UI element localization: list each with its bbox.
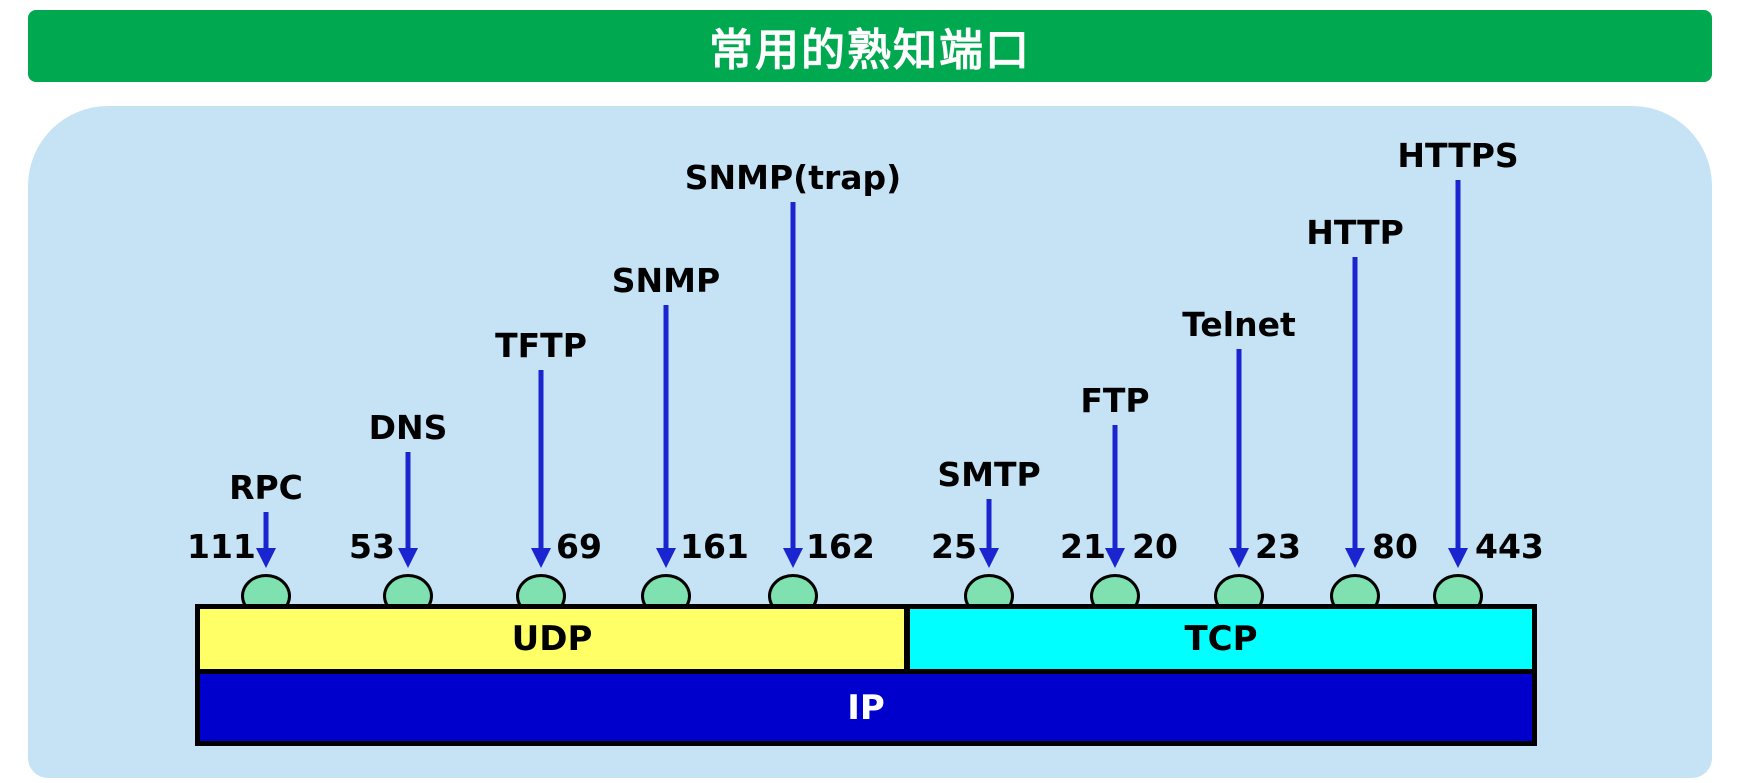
protocol-label-snmp-trap: SNMP(trap) xyxy=(684,158,902,197)
arrow-shaft-http xyxy=(1352,257,1358,548)
protocol-label-snmp: SNMP xyxy=(611,261,721,300)
port-number-telnet: 23 xyxy=(1255,527,1301,566)
arrow-head-telnet xyxy=(1229,548,1249,568)
protocol-label-tftp: TFTP xyxy=(495,326,587,365)
arrow-shaft-ftp xyxy=(1112,425,1118,548)
arrow-shaft-snmp-trap xyxy=(790,202,796,548)
protocol-label-dns: DNS xyxy=(368,408,448,447)
arrow-head-snmp xyxy=(656,548,676,568)
arrow-head-smtp xyxy=(979,548,999,568)
arrow-shaft-snmp xyxy=(663,305,669,548)
arrow-head-dns xyxy=(398,548,418,568)
protocol-label-http: HTTP xyxy=(1306,213,1404,252)
arrow-head-snmp-trap xyxy=(783,548,803,568)
arrow-shaft-https xyxy=(1455,180,1461,548)
port-number-rpc: 111 xyxy=(187,527,256,566)
arrow-head-rpc xyxy=(256,548,276,568)
arrow-head-tftp xyxy=(531,548,551,568)
arrow-shaft-tftp xyxy=(538,370,544,548)
ip-layer: IP xyxy=(195,669,1537,746)
protocol-label-rpc: RPC xyxy=(229,468,303,507)
port-number-tftp: 69 xyxy=(556,527,602,566)
port-number-snmp-trap: 162 xyxy=(806,527,875,566)
protocol-label-https: HTTPS xyxy=(1397,136,1519,175)
udp-layer: UDP xyxy=(195,604,907,674)
arrow-head-http xyxy=(1345,548,1365,568)
arrow-shaft-dns xyxy=(405,452,411,548)
arrow-head-ftp xyxy=(1105,548,1125,568)
port-number-dns: 53 xyxy=(349,527,395,566)
port-number-smtp: 25 xyxy=(931,527,977,566)
title-bar: 常用的熟知端口 xyxy=(28,10,1712,82)
port-number-snmp: 161 xyxy=(680,527,749,566)
tcp-layer: TCP xyxy=(905,604,1537,674)
arrow-head-https xyxy=(1448,548,1468,568)
port-number-https: 443 xyxy=(1475,527,1544,566)
protocol-label-smtp: SMTP xyxy=(937,455,1041,494)
port-number-ftp: 21 xyxy=(1060,527,1106,566)
arrow-shaft-rpc xyxy=(263,512,269,548)
arrow-shaft-telnet xyxy=(1236,349,1242,548)
protocol-label-ftp: FTP xyxy=(1080,381,1150,420)
page-title: 常用的熟知端口 xyxy=(709,25,1031,76)
protocol-label-telnet: Telnet xyxy=(1182,305,1296,344)
port-number-ftp-2: 20 xyxy=(1132,527,1178,566)
port-number-http: 80 xyxy=(1372,527,1418,566)
arrow-shaft-smtp xyxy=(986,499,992,548)
